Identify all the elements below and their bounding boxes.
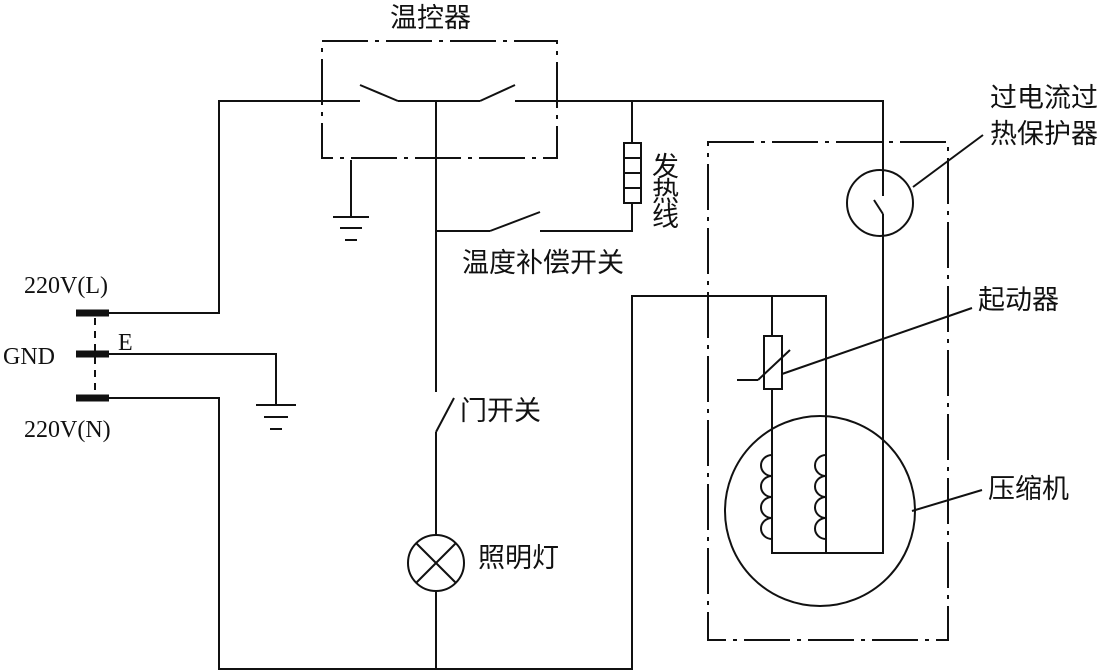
- thermostat-switch-right: [479, 84, 516, 102]
- thermostat: 温控器: [321, 3, 558, 159]
- temp-comp-switch-label: 温度补偿开关: [462, 248, 624, 279]
- heating-wire-label-2: 热: [652, 177, 679, 208]
- heating-wire-label-1: 发: [652, 152, 679, 183]
- earth-label: E: [118, 330, 133, 356]
- door-switch-label: 门开关: [460, 396, 541, 427]
- overload-protector: 过电流过 热保护器: [846, 83, 1098, 238]
- starter-label: 起动器: [978, 285, 1059, 316]
- ground-label: GND: [3, 344, 55, 370]
- run-winding: [760, 454, 773, 540]
- neutral-label: 220V(N): [24, 417, 111, 443]
- ground-symbol-earth: [256, 404, 296, 430]
- heating-wire-label-3: 线: [652, 202, 679, 233]
- lamp: 照明灯: [407, 534, 559, 592]
- temp-comp-switch: 温度补偿开关: [462, 211, 624, 279]
- thermostat-label: 温控器: [390, 3, 471, 34]
- start-winding: [814, 454, 827, 540]
- starter: 起动器: [737, 285, 1059, 390]
- thermostat-switch-left: [359, 84, 399, 102]
- overload-protector-label-2: 热保护器: [990, 119, 1098, 150]
- door-switch: 门开关: [435, 396, 541, 433]
- compressor-label: 压缩机: [988, 474, 1069, 505]
- lamp-label: 照明灯: [478, 543, 559, 574]
- compressor-enclosure: [707, 141, 949, 641]
- overload-protector-label-1: 过电流过: [990, 83, 1098, 114]
- ground-symbol-thermostat: [333, 216, 369, 241]
- power-terminals: 220V(L) GND E 220V(N): [3, 273, 133, 443]
- compressor: 压缩机: [724, 415, 1069, 607]
- wires: [95, 100, 884, 670]
- heating-wire: 发 热 线: [623, 142, 679, 233]
- live-label: 220V(L): [24, 273, 108, 299]
- thermostat-enclosure: [321, 40, 558, 159]
